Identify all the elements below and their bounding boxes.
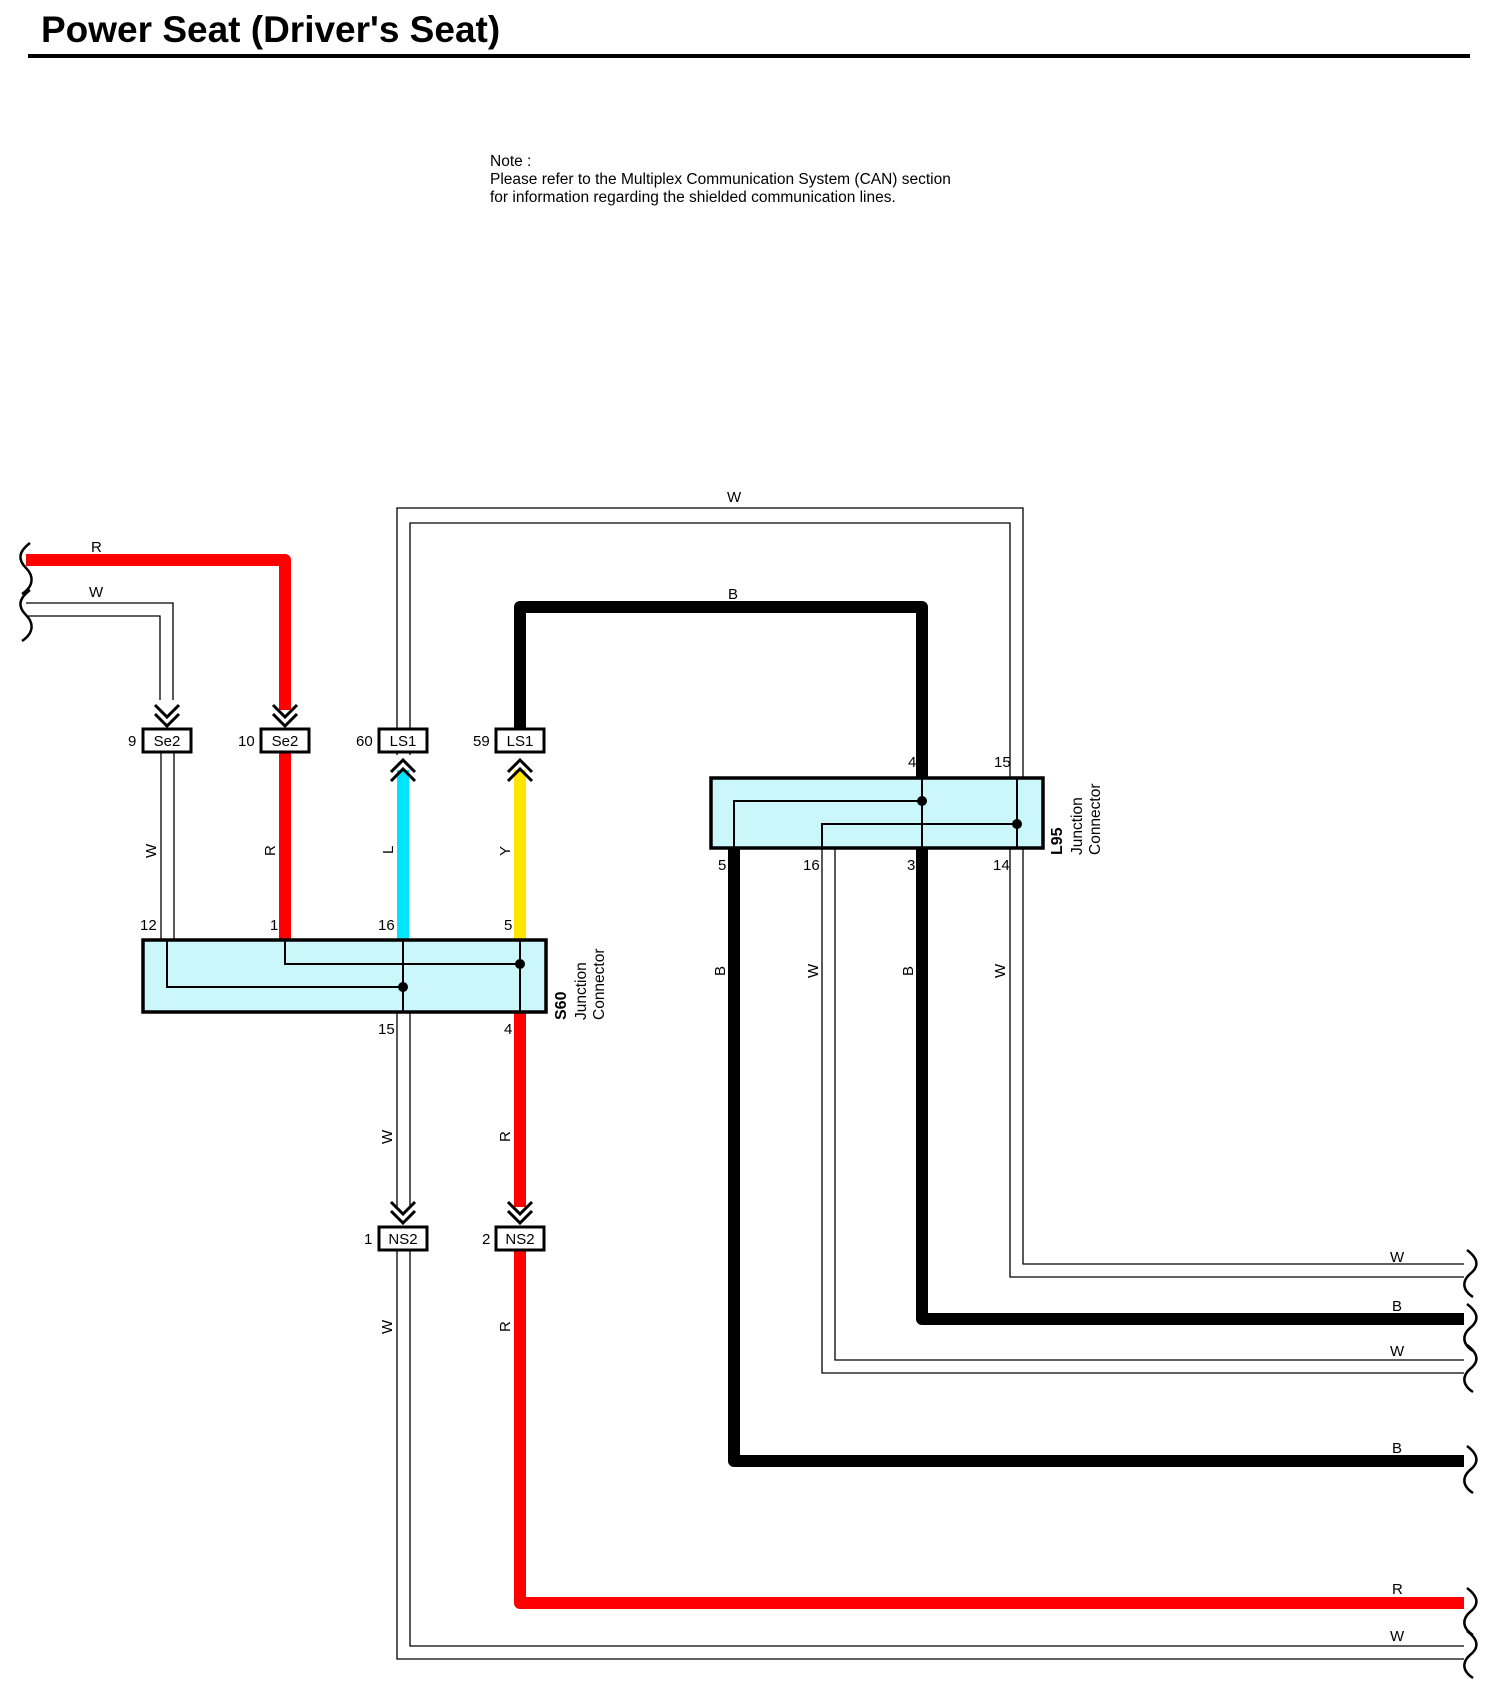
connector-ns2-1-pin: 1 [364, 1231, 372, 1248]
label-ls1-60-l: L [380, 846, 397, 854]
page-title: Power Seat (Driver's Seat) [41, 9, 500, 50]
label-left-w: W [89, 584, 104, 601]
label-ns2-2-r: R [497, 1321, 514, 1332]
label-ns2-1-w: W [379, 1319, 396, 1334]
se2-10-arrow-icon [271, 703, 299, 729]
l95-sub-2: Connector [1087, 783, 1104, 855]
junction-s60 [141, 938, 548, 1014]
label-ls1-59-y: Y [497, 846, 514, 856]
connector-se2-10-name: Se2 [272, 733, 299, 750]
se2-9-arrow-icon [153, 703, 181, 729]
label-se2-9-w: W [143, 843, 160, 858]
label-top-w: W [727, 489, 742, 506]
l95-pin-15: 15 [994, 754, 1011, 771]
s60-pin-15: 15 [378, 1021, 395, 1038]
wire-w-l95-16 [821, 848, 1464, 1374]
label-right-w1: W [1390, 1249, 1405, 1266]
label-right-r: R [1392, 1581, 1403, 1598]
label-l95-14-w: W [992, 963, 1009, 978]
connector-ls1-59-name: LS1 [507, 733, 534, 750]
ls1-60-arrow-icon [389, 757, 417, 783]
connector-se2-9-name: Se2 [154, 733, 181, 750]
label-l95-3-b: B [900, 966, 917, 976]
s60-sub-1: Junction [573, 962, 590, 1020]
label-s60-15-w: W [379, 1129, 396, 1144]
label-left-r: R [91, 539, 102, 556]
s60-pin-12: 12 [140, 917, 157, 934]
ns2-1-arrow-icon [389, 1200, 417, 1226]
label-right-w3: W [1390, 1628, 1405, 1645]
connector-ls1-59: LS1 [494, 727, 546, 754]
wire-b-l95-5 [728, 848, 1464, 1467]
connector-ls1-60: LS1 [377, 727, 429, 754]
note-heading: Note : [490, 153, 531, 170]
wire-r-left-in [26, 554, 291, 710]
wire-w-s60-15 [396, 1012, 411, 1207]
wire-b-l95-3 [916, 848, 1464, 1325]
s60-pin-1: 1 [270, 917, 278, 934]
s60-name: S60 [553, 991, 570, 1020]
l95-name: L95 [1049, 827, 1066, 855]
connector-ls1-59-pin: 59 [473, 733, 490, 750]
l95-pin-4: 4 [908, 754, 916, 771]
note-line-2: for information regarding the shielded c… [490, 189, 896, 206]
s60-pin-16: 16 [378, 917, 395, 934]
l95-pin-5: 5 [718, 857, 726, 874]
label-right-b2: B [1392, 1440, 1402, 1457]
wire-w-ns2-1 [396, 1250, 1464, 1660]
break-marks-left [19, 542, 33, 643]
ns2-2-arrow-icon [506, 1200, 534, 1226]
l95-pin-16: 16 [803, 857, 820, 874]
label-right-b1: B [1392, 1298, 1402, 1315]
s60-pin-4: 4 [504, 1021, 512, 1038]
connector-ns2-2-name: NS2 [505, 1231, 534, 1248]
s60-sub-2: Connector [591, 948, 608, 1020]
connector-ls1-60-pin: 60 [356, 733, 373, 750]
label-l95-16-w: W [805, 963, 822, 978]
label-se2-10-r: R [262, 845, 279, 856]
l95-pin-14: 14 [993, 857, 1010, 874]
connector-ns2-2: NS2 [494, 1225, 546, 1252]
junction-l95 [709, 776, 1045, 850]
wire-w-left-in [26, 602, 174, 700]
label-top-b: B [728, 586, 738, 603]
label-l95-5-b: B [712, 966, 729, 976]
s60-pin-5: 5 [504, 917, 512, 934]
label-s60-4-r: R [497, 1131, 514, 1142]
wire-w-se2-9 [160, 752, 175, 940]
connector-se2-9-pin: 9 [128, 733, 136, 750]
connector-ns2-2-pin: 2 [482, 1231, 490, 1248]
note-line-1: Please refer to the Multiplex Communicat… [490, 171, 951, 188]
connector-ns2-1-name: NS2 [388, 1231, 417, 1248]
connector-se2-10: Se2 [259, 727, 311, 754]
label-right-w2: W [1390, 1343, 1405, 1360]
break-marks-right [1463, 1249, 1478, 1680]
wire-w-top-loop [396, 507, 1464, 1278]
ls1-59-arrow-icon [506, 757, 534, 783]
connector-se2-10-pin: 10 [238, 733, 255, 750]
l95-pin-3: 3 [907, 857, 915, 874]
wire-b-top [514, 601, 928, 778]
l95-sub-1: Junction [1069, 797, 1086, 855]
connector-ns2-1: NS2 [377, 1225, 429, 1252]
wire-r-ns2-2 [514, 1250, 1464, 1609]
connector-se2-9: Se2 [141, 727, 193, 754]
connector-ls1-60-name: LS1 [390, 733, 417, 750]
